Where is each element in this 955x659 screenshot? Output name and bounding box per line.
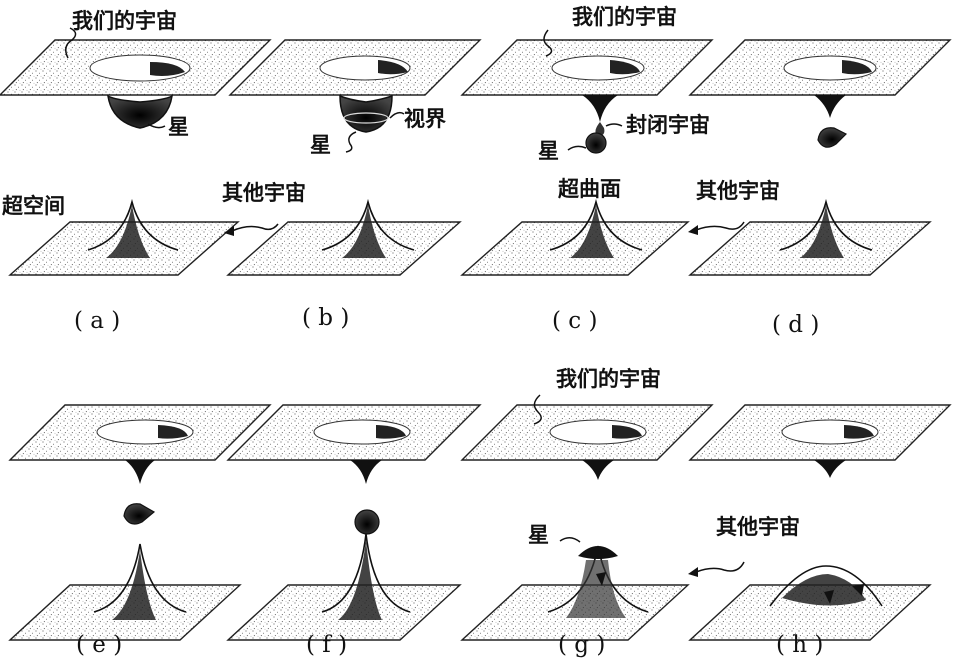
panel-h (688, 404, 952, 641)
label-our-universe-g: 我们的宇宙 (556, 367, 661, 391)
neck-cone (350, 460, 382, 484)
star-bulb (107, 94, 173, 129)
caption-f: ( f ) (306, 632, 347, 658)
peak-shade (106, 205, 150, 258)
neck-cone (814, 460, 846, 478)
label-hypersurface-c: 超曲面 (558, 177, 621, 201)
pointer-line (605, 123, 623, 127)
hyperspace-peak (93, 543, 187, 613)
horizon-ring (343, 112, 389, 124)
label-star-c: 星 (538, 139, 559, 163)
pointer-line (389, 111, 405, 119)
pointer-line (231, 223, 279, 232)
label-star-b: 星 (310, 133, 331, 157)
peak-shade (800, 205, 844, 258)
peak-shade (570, 205, 614, 258)
caption-d: ( d ) (772, 312, 819, 338)
panel-d (688, 39, 952, 276)
caption-g: ( g ) (558, 632, 605, 658)
panel-c (460, 29, 714, 276)
funnel-shade (844, 425, 874, 439)
pointer-line (147, 123, 166, 129)
hyperspace-peak (321, 533, 411, 613)
neck-cone (582, 95, 618, 122)
panel-a (0, 27, 279, 276)
flattened-dome (769, 565, 883, 607)
peak-shade (338, 540, 382, 620)
label-our-universe-a: 我们的宇宙 (72, 9, 177, 33)
panel-f (226, 404, 482, 641)
hyperspace-peak (87, 198, 179, 251)
label-star-a: 星 (168, 115, 189, 139)
pointer-line (543, 29, 553, 57)
panel-g (460, 394, 714, 641)
drop-universe (817, 127, 848, 148)
drop-universe (123, 503, 156, 525)
arrow-head (688, 567, 698, 577)
pointer-line (533, 394, 542, 425)
merging-universe (354, 509, 380, 535)
pointer-line (65, 27, 77, 59)
funnel-shade (610, 60, 640, 75)
funnel-shade (150, 62, 185, 76)
lower-sheet (460, 221, 690, 276)
caption-h: ( h ) (776, 632, 823, 658)
pointer-line (559, 537, 581, 543)
funnel-shade (378, 60, 408, 75)
lower-sheet (226, 584, 462, 641)
hyperspace-peak (779, 198, 873, 251)
neck-cone (125, 460, 155, 484)
label-horizon-b: 视界 (404, 107, 446, 131)
star-cap (578, 546, 618, 559)
funnel-shade (376, 425, 406, 439)
lower-sheet (688, 584, 932, 641)
pointer-line (695, 561, 745, 573)
neck-cone (582, 460, 614, 480)
dome-shade (782, 574, 866, 606)
funnel-shade (612, 425, 642, 439)
hyperspace-peak (321, 198, 415, 251)
neck-cone (814, 95, 846, 118)
pointer-line (695, 221, 745, 231)
label-our-universe-c: 我们的宇宙 (572, 5, 677, 29)
star-bulb (339, 94, 393, 133)
pointer-line (567, 145, 587, 151)
arrow-head (596, 572, 606, 586)
funnel-shade (842, 60, 872, 75)
lower-sheet (226, 221, 462, 276)
arrow-head (852, 584, 864, 596)
arrow-head (688, 225, 698, 235)
label-other-universe-h: 其他宇宙 (716, 515, 800, 539)
label-other-universe-d: 其他宇宙 (696, 179, 780, 203)
hyperspace-peak (549, 198, 643, 251)
label-other-universe-a: 其他宇宙 (222, 181, 306, 205)
label-hyperspace-a: 超空间 (2, 194, 65, 218)
panel-e (8, 404, 272, 641)
caption-a: ( a ) (74, 308, 120, 334)
caption-c: ( c ) (552, 308, 597, 334)
peak-shade (342, 205, 386, 258)
caption-b: ( b ) (302, 305, 349, 331)
arrow-head (824, 590, 834, 604)
label-star-g: 星 (528, 523, 549, 547)
peak-shade (566, 560, 626, 618)
pointer-line (345, 131, 357, 153)
bud-drop (595, 122, 605, 136)
panel-b (226, 39, 482, 276)
label-closed-universe-c: 封闭宇宙 (626, 113, 710, 137)
peak-shade (112, 550, 156, 620)
closed-universe-star (585, 132, 607, 154)
caption-e: ( e ) (76, 632, 122, 658)
funnel-shade (158, 425, 188, 439)
arrow-head (224, 226, 234, 236)
